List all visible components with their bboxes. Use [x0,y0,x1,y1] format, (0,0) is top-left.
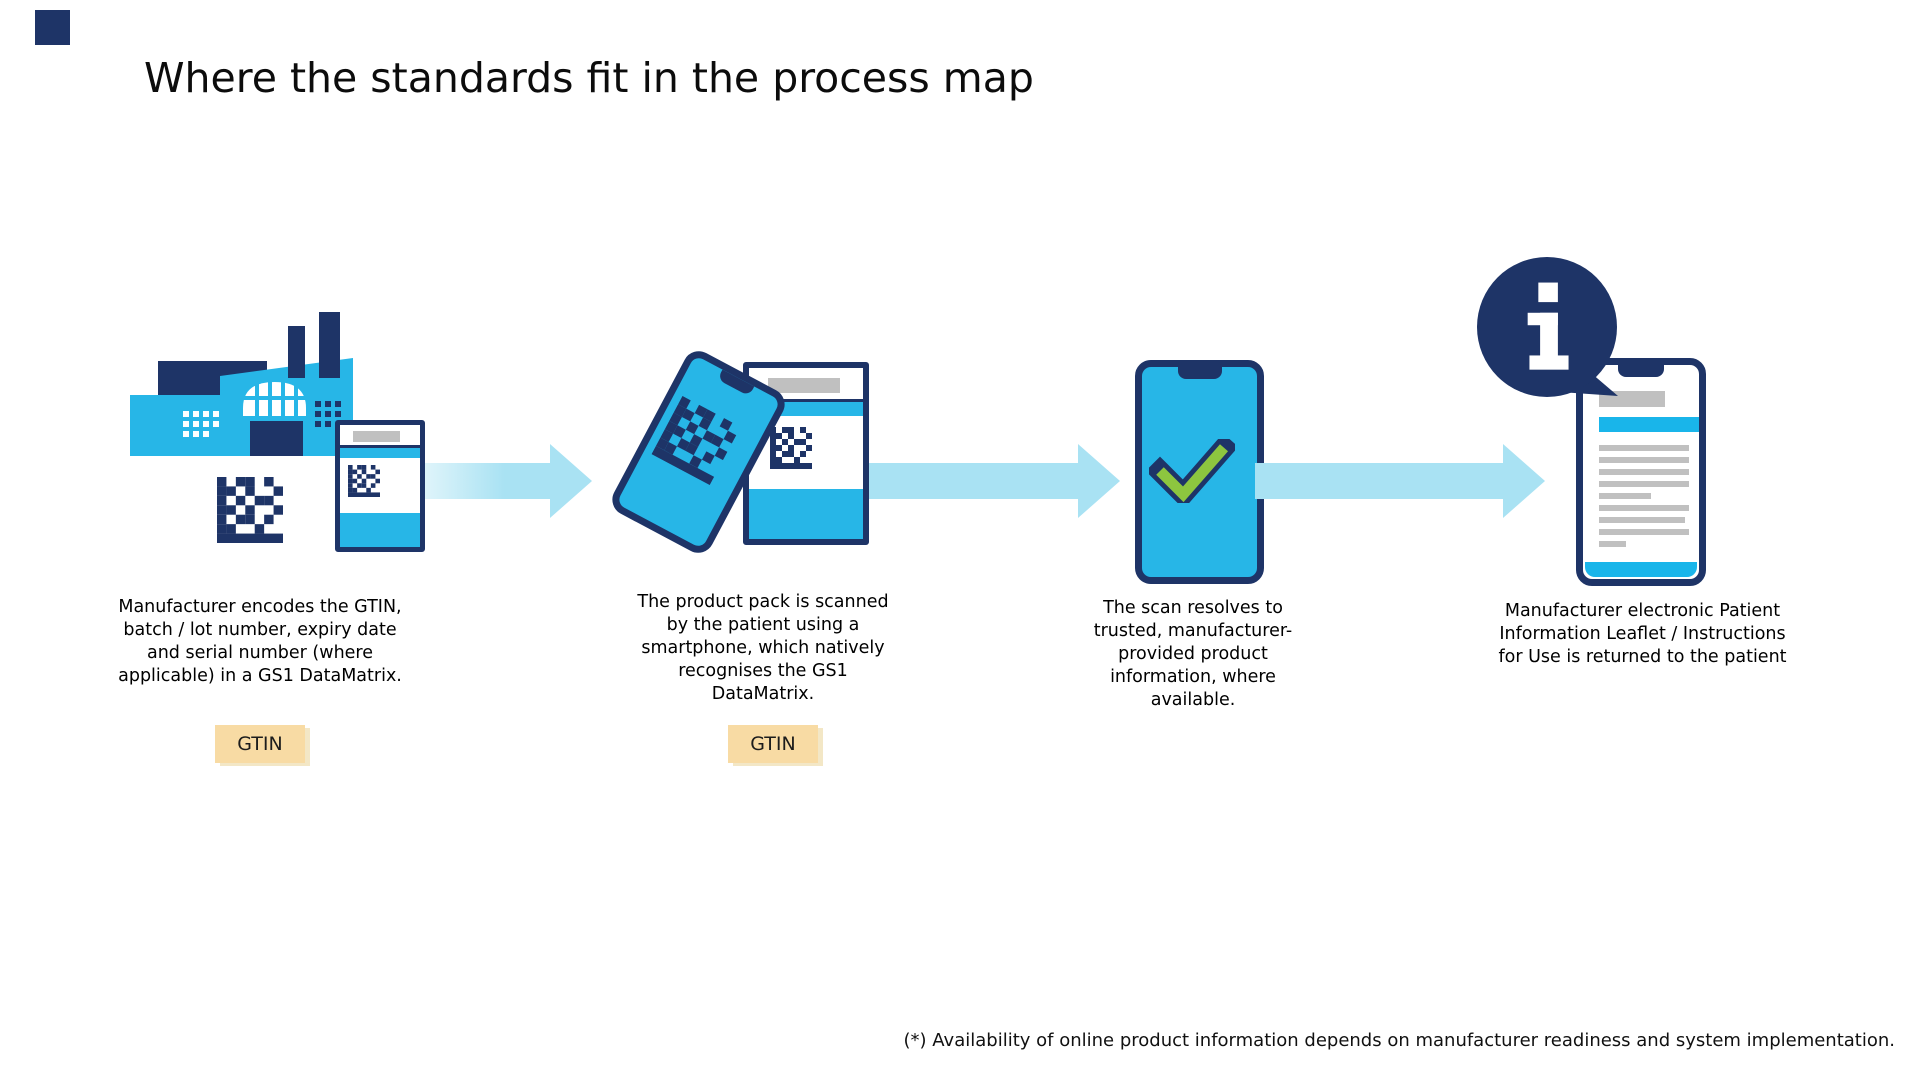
step3-caption: The scan resolves to trusted, manufactur… [1093,598,1293,710]
phone-notch [1618,365,1664,377]
pack-bottom-band [340,513,420,547]
phone-leaflet-icon [1576,358,1706,586]
step2-caption: The product pack is scanned by the patie… [637,592,889,704]
phone-notch [1177,367,1222,379]
leaflet-bottom-band [1585,562,1697,577]
datamatrix-icon [651,395,741,486]
pack-label-bar [768,378,840,393]
leaflet-highlight-band [1599,417,1699,432]
medicine-pack-icon [335,420,425,552]
gtin-badge: GTIN [215,725,305,763]
gtin-badge: GTIN [728,725,818,763]
datamatrix-icon [348,465,380,497]
pack-bottom-band [749,489,863,539]
info-bubble-icon [1477,257,1617,397]
corner-accent-square [35,10,70,45]
info-i-icon [1527,282,1569,370]
availability-footnote: (*) Availability of online product infor… [903,1030,1895,1051]
step1-caption: Manufacturer encodes the GTIN, batch / l… [118,597,402,686]
page-title: Where the standards fit in the process m… [144,54,1034,102]
pack-label-bar [353,431,400,442]
leaflet-text-lines [1599,445,1689,553]
process-arrow-icon [417,444,592,518]
phone-checkmark-icon [1135,360,1264,584]
checkmark-icon [1149,439,1235,503]
factory-icon [130,312,353,456]
process-arrow-icon [1255,444,1545,518]
process-arrow-icon [858,444,1120,518]
datamatrix-icon [217,477,283,543]
pack-stripe [340,445,420,458]
step4-caption: Manufacturer electronic Patient Informat… [1498,601,1787,667]
datamatrix-icon [770,427,812,469]
